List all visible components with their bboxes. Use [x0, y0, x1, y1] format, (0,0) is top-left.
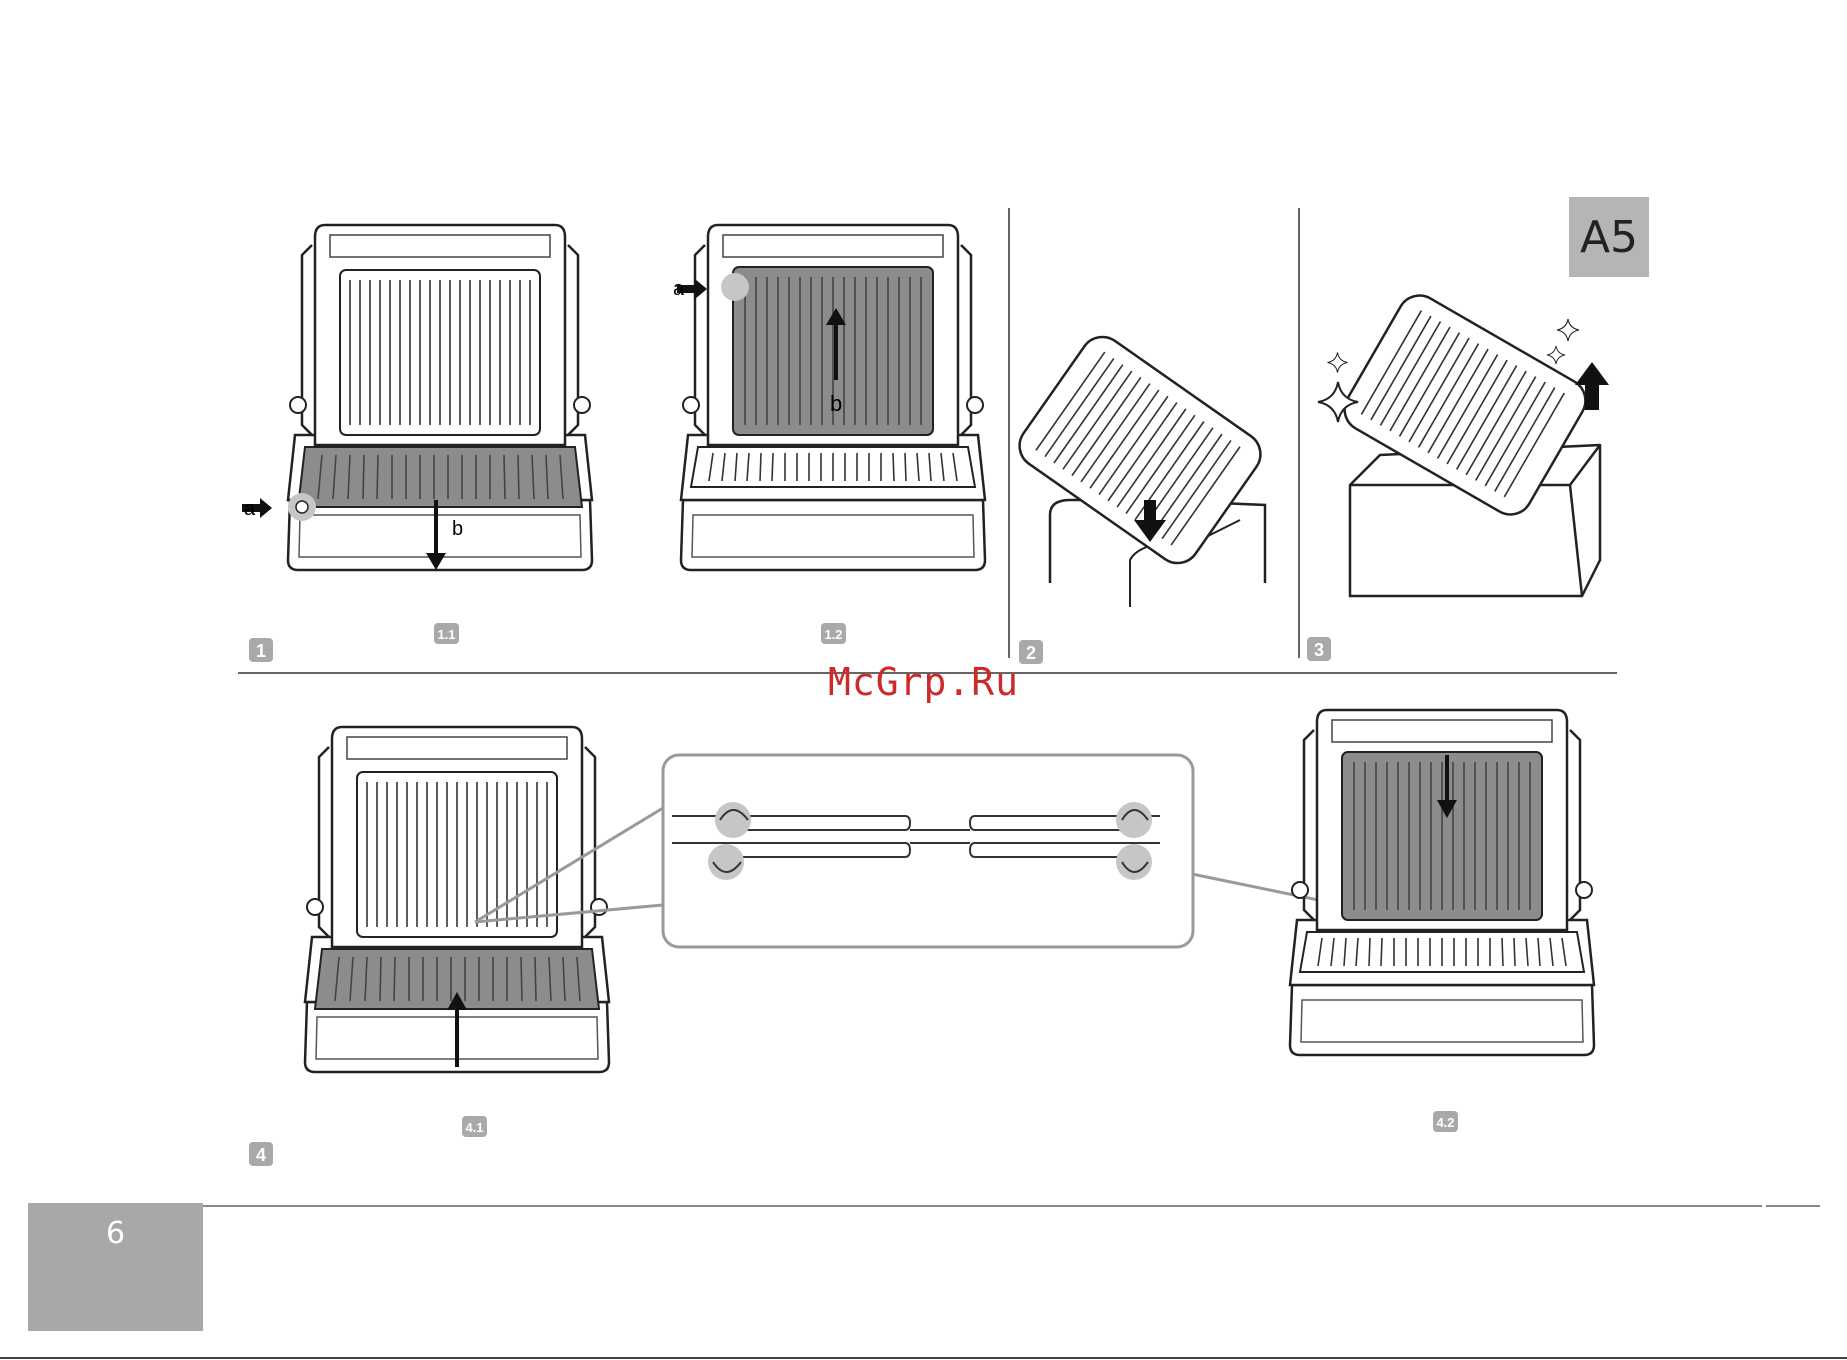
- step-badge-2: 2: [1019, 640, 1043, 664]
- step-badge-3: 3: [1307, 637, 1331, 661]
- svg-text:2: 2: [1026, 643, 1036, 663]
- substep-badge-1-1: 1.1: [434, 623, 459, 644]
- substep-badge-1-2: 1.2: [821, 623, 846, 644]
- svg-text:3: 3: [1314, 640, 1324, 660]
- svg-text:4.2: 4.2: [1436, 1115, 1454, 1130]
- figure-1-2: a b: [673, 225, 985, 570]
- svg-text:1.2: 1.2: [824, 627, 842, 642]
- figure-1-1: a b: [242, 225, 592, 570]
- sparkle-icon: [1328, 353, 1348, 373]
- substep-badge-4-1: 4.1: [462, 1116, 487, 1137]
- watermark: McGrp.Ru: [828, 660, 1019, 704]
- callout-b: b: [452, 518, 463, 540]
- figure-4-2: [1290, 710, 1594, 1055]
- hinge-detail-zoom: [663, 755, 1193, 947]
- step-badge-1: 1: [249, 638, 273, 662]
- section-tag: A5: [1569, 197, 1649, 277]
- sparkle-icon: [1547, 346, 1565, 364]
- callout-a: a: [244, 498, 256, 520]
- release-latch-highlight: [721, 273, 749, 301]
- callout-b: b: [830, 391, 842, 416]
- callout-a: a: [673, 278, 685, 300]
- sparkle-icon: [1557, 319, 1579, 341]
- svg-text:1.1: 1.1: [437, 627, 455, 642]
- figure-3-box: [1318, 288, 1609, 596]
- page-number: 6: [28, 1216, 203, 1251]
- step-badge-4: 4: [249, 1142, 273, 1166]
- figure-4-1: [305, 727, 609, 1072]
- svg-text:4.1: 4.1: [465, 1120, 483, 1135]
- substep-badge-4-2: 4.2: [1433, 1111, 1458, 1132]
- svg-text:4: 4: [256, 1145, 266, 1165]
- svg-text:1: 1: [256, 641, 266, 661]
- figure-2-dishwasher: [1011, 328, 1269, 607]
